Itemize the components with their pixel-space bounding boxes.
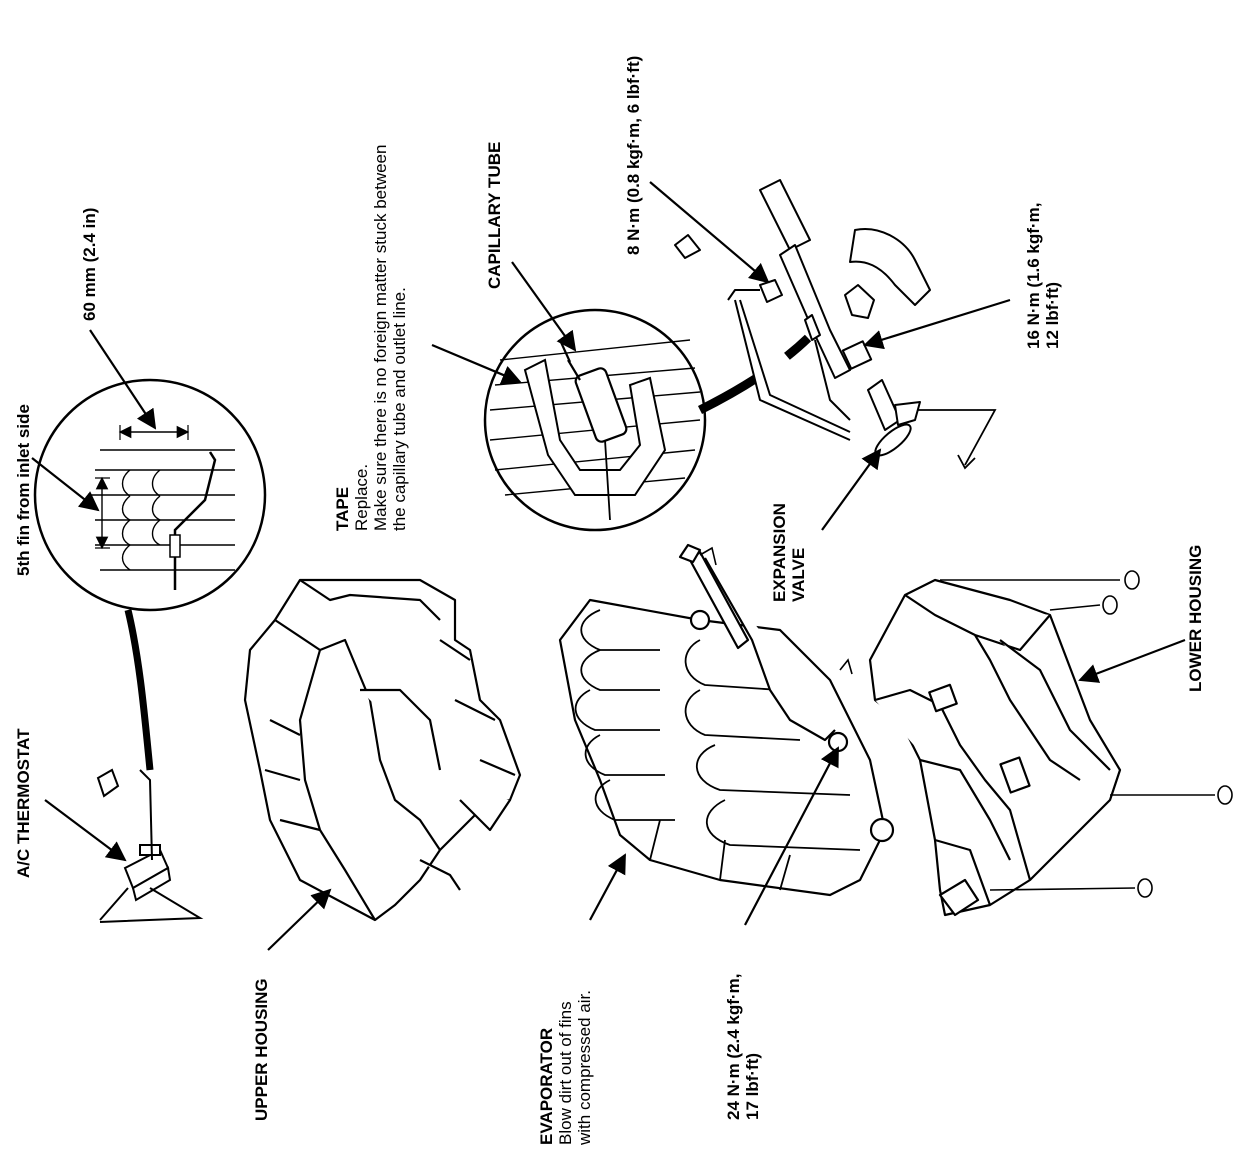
upper-housing-part xyxy=(243,578,522,922)
tape-detail-circle xyxy=(483,308,707,532)
label-capillary-tube: CAPILLARY TUBE xyxy=(485,141,504,289)
leader-8nm xyxy=(649,181,770,284)
lower-housing-part xyxy=(868,578,1122,917)
label-torque-24: 24 N·m (2.4 kgf·m, 17 lbf·ft) xyxy=(724,973,762,1120)
leader-capillary-tube xyxy=(511,261,577,352)
leader-expansion-valve xyxy=(821,448,882,531)
ac-thermostat-part xyxy=(96,768,204,923)
capillary-lead xyxy=(124,609,154,771)
leader-5th-fin xyxy=(31,457,100,512)
leader-lower-housing xyxy=(1078,638,1186,683)
leader-24nm xyxy=(744,746,839,926)
label-sixty-mm: 60 mm (2.4 in) xyxy=(80,207,99,321)
housing-screws xyxy=(940,570,1233,898)
leader-upper-housing xyxy=(267,888,332,951)
label-upper-housing: UPPER HOUSING xyxy=(252,978,271,1121)
label-lower-housing: LOWER HOUSING xyxy=(1186,544,1205,692)
label-expansion-valve: EXPANSION VALVE xyxy=(770,503,808,602)
label-torque-16: 16 N·m (1.6 kgf·m, 12 lbf·ft) xyxy=(1024,202,1062,349)
label-fifth-fin: 5th fin from inlet side xyxy=(14,404,33,576)
expansion-valve-part xyxy=(674,179,931,457)
label-evaporator: EVAPORATOR Blow dirt out of fins with co… xyxy=(537,990,594,1145)
label-tape: TAPE Replace. Make sure there is no fore… xyxy=(333,144,409,531)
leader-evaporator xyxy=(589,853,626,921)
evap-flow-lines xyxy=(699,546,853,675)
valve-flow-lines xyxy=(918,409,997,470)
leader-tape xyxy=(431,343,522,385)
fin-detail-circle xyxy=(33,378,267,612)
leader-16nm xyxy=(863,298,1011,350)
leader-ac-thermostat xyxy=(44,799,127,862)
label-torque-8: 8 N·m (0.8 kgf·m, 6 lbf·ft) xyxy=(624,55,643,255)
evaporator-part xyxy=(558,543,895,897)
leader-60mm xyxy=(89,329,157,430)
label-ac-thermostat: A/C THERMOSTAT xyxy=(14,728,33,878)
